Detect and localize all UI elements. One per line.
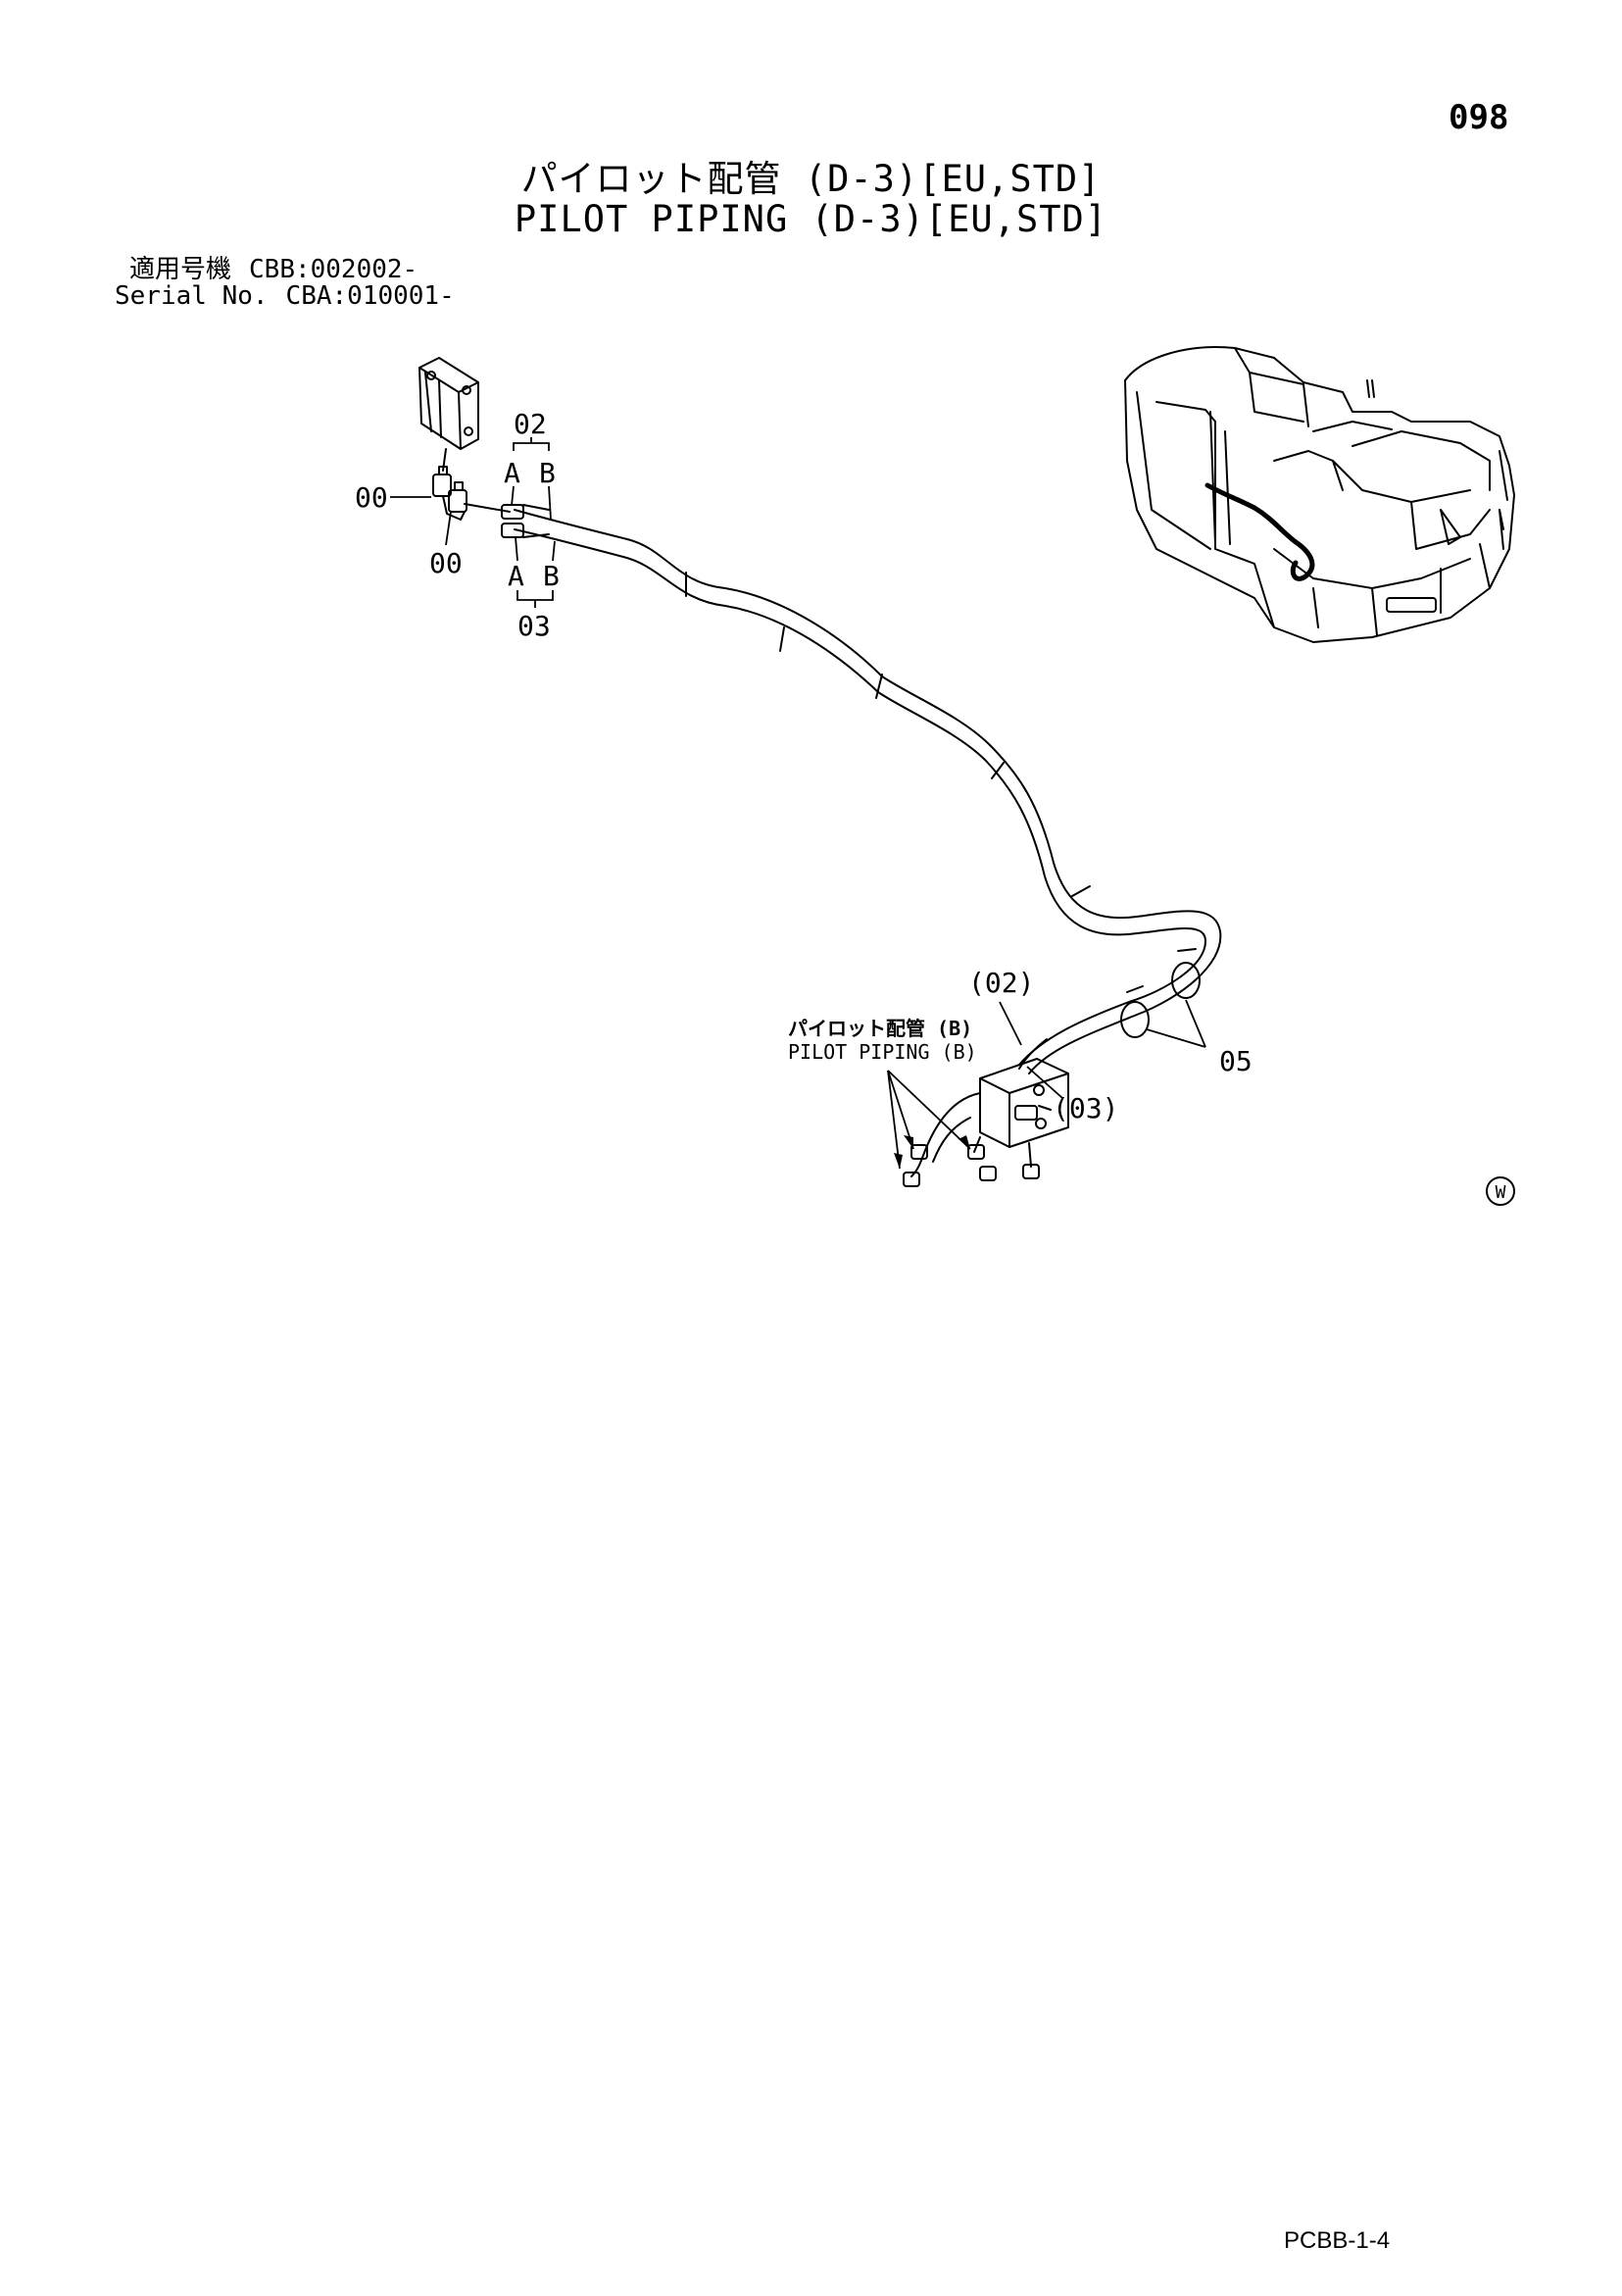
leader-arrowheads (894, 1135, 970, 1169)
reference-pilot-piping-b-jp: パイロット配管 (B) (788, 1017, 972, 1040)
adapter-fitting-00 (432, 466, 511, 521)
callout-b-bottom: B (543, 560, 560, 592)
callout-00-bottom: 00 (429, 547, 463, 579)
callout-05: 05 (1219, 1045, 1253, 1077)
applicable-model-value: CBB:002002- (249, 255, 418, 284)
hose-clamp-05 (1120, 948, 1201, 1038)
callout-b-top: B (539, 457, 556, 489)
w-mark-letter: W (1496, 1182, 1506, 1203)
applicable-model-row: 適用号機 CBB:002002- (129, 257, 418, 282)
title-english: PILOT PIPING (D-3)[EU,STD] (514, 198, 1108, 240)
applicable-model-label: 適用号機 (129, 255, 232, 284)
leader-lines (390, 437, 1206, 1170)
callout-03-bottom: 03 (517, 610, 551, 642)
excavator-highlight-line (1204, 482, 1315, 581)
title-japanese: パイロット配管 (D-3)[EU,STD] (520, 158, 1102, 200)
excavator-locator-view (1124, 346, 1515, 643)
reference-pilot-piping-b-en: PILOT PIPING (B) (788, 1040, 977, 1064)
pilot-hose-pair (501, 504, 1222, 1074)
w-mark: W (1486, 1176, 1515, 1206)
serial-number-value: CBA:010001- (285, 281, 455, 311)
callout-02-top: 02 (514, 408, 547, 440)
serial-number-label: Serial No. (115, 281, 269, 311)
pilot-piping-diagram: 00 00 02 A B A B 03 (02) (03) 05 パイロット配管… (355, 346, 1515, 1206)
callout-02-paren: (02) (968, 967, 1034, 999)
document-code: PCBB-1-4 (1284, 2227, 1391, 2254)
serial-number-row: Serial No. CBA:010001- (115, 283, 455, 309)
callout-03-paren: (03) (1053, 1092, 1118, 1124)
page-number: 098 (1449, 98, 1509, 137)
pilot-piping-b-assembly (903, 1038, 1069, 1187)
callout-a-bottom: A (508, 560, 524, 592)
pilot-valve-block (418, 357, 479, 472)
callout-00-left: 00 (355, 481, 388, 514)
callout-a-top: A (504, 457, 520, 489)
